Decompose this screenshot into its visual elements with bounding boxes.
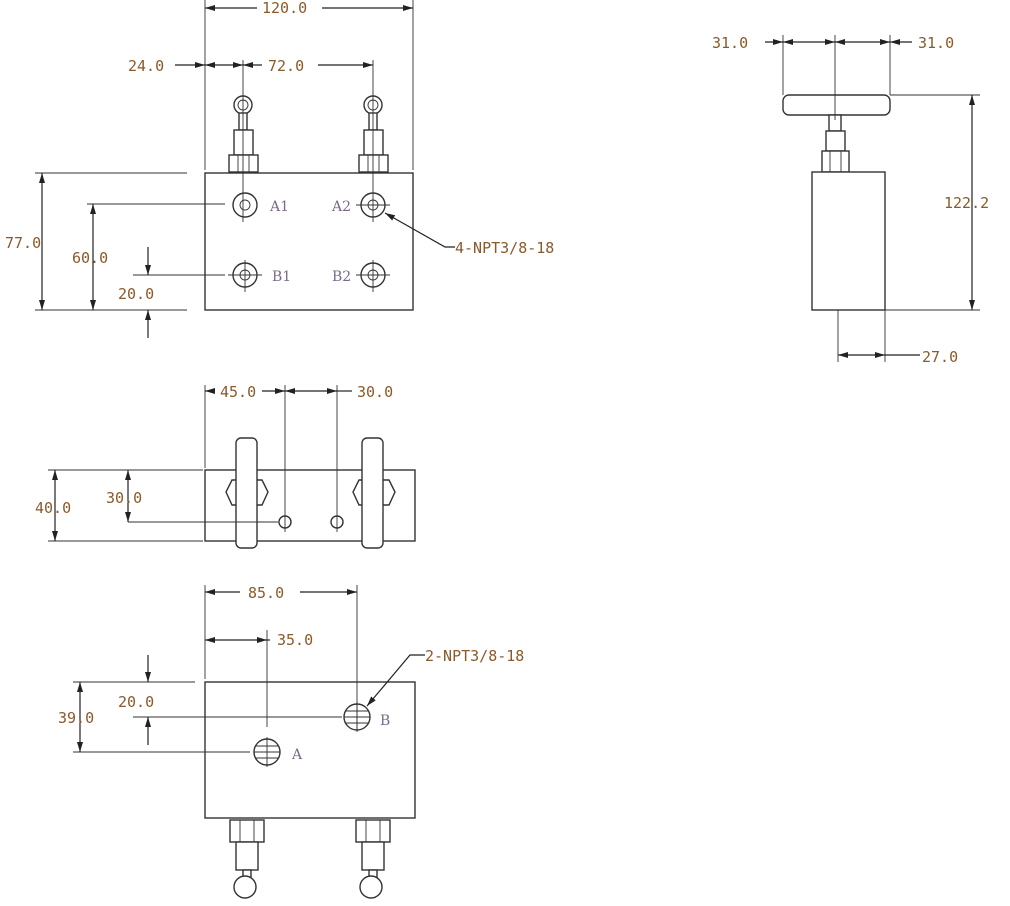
dim-top-height: 40.0 bbox=[35, 499, 71, 517]
dim-spacing: 72.0 bbox=[268, 57, 304, 75]
dim-total-height: 122.2 bbox=[944, 194, 989, 212]
fitting-right bbox=[358, 95, 389, 173]
fitting-left bbox=[228, 95, 259, 173]
port-label-b1: B1 bbox=[272, 269, 291, 285]
thread-callout-4: 4-NPT3/8-18 bbox=[455, 239, 554, 257]
dim-handle-right: 31.0 bbox=[918, 34, 954, 52]
thread-callout-2: 2-NPT3/8-18 bbox=[425, 647, 524, 665]
dim-upper-row: 60.0 bbox=[72, 249, 108, 267]
port-label-a2: A2 bbox=[331, 199, 351, 215]
dim-port-b-x: 85.0 bbox=[248, 584, 284, 602]
dim-left-offset: 24.0 bbox=[128, 57, 164, 75]
manifold-block-bottom bbox=[204, 681, 416, 819]
side-view: 31.0 31.0 122.2 27.0 bbox=[712, 34, 989, 366]
port-label-b2: B2 bbox=[332, 269, 351, 285]
manifold-block-side bbox=[811, 171, 886, 311]
dim-lower-row: 20.0 bbox=[118, 285, 154, 303]
fitting-bottom-left bbox=[229, 819, 265, 899]
dim-port-b-y: 20.0 bbox=[118, 693, 154, 711]
dim-hole-spacing: 30.0 bbox=[357, 383, 393, 401]
dim-width: 120.0 bbox=[262, 0, 307, 17]
top-view: 45.0 30.0 40.0 30.0 bbox=[35, 383, 416, 549]
dim-height: 77.0 bbox=[5, 234, 41, 252]
front-view: A1 A2 B1 B2 120.0 24.0 72.0 77.0 60.0 20… bbox=[5, 0, 554, 338]
dim-port-a-y: 39.0 bbox=[58, 709, 94, 727]
port-label-b: B bbox=[380, 713, 390, 729]
dim-depth: 27.0 bbox=[922, 348, 958, 366]
port-label-a1: A1 bbox=[269, 199, 289, 215]
fitting-bottom-right bbox=[355, 819, 391, 899]
manifold-block-front bbox=[204, 172, 414, 311]
port-hole-a1 bbox=[232, 192, 258, 218]
bottom-view: B A 85.0 35.0 39.0 20.0 2-NPT3/8-18 bbox=[58, 584, 524, 899]
dim-first-hole: 45.0 bbox=[220, 383, 256, 401]
handle-left bbox=[235, 437, 258, 549]
handle-right bbox=[361, 437, 384, 549]
handle-bar bbox=[782, 94, 891, 116]
port-label-a: A bbox=[291, 747, 303, 763]
dim-hole-height: 30.0 bbox=[106, 489, 142, 507]
port-hole-a bbox=[253, 737, 281, 767]
dim-port-a-x: 35.0 bbox=[277, 631, 313, 649]
dim-handle-left: 31.0 bbox=[712, 34, 748, 52]
